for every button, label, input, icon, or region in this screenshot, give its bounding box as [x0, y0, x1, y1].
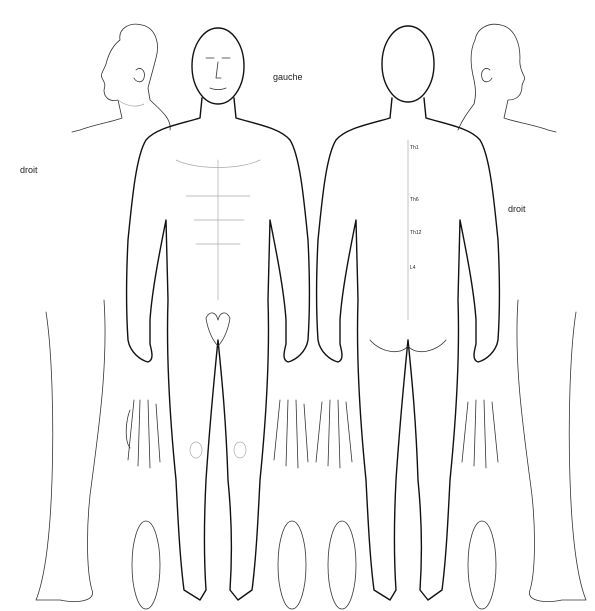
back-figure [317, 26, 500, 600]
head-profile-left [72, 24, 170, 132]
label-droit-right: droit [508, 204, 526, 214]
hands-row [126, 400, 498, 468]
leg-side-left [36, 300, 105, 602]
label-gauche: gauche [273, 72, 303, 82]
leg-side-right [517, 300, 586, 602]
label-droit-left: droit [20, 165, 38, 175]
head-profile-right [458, 24, 556, 132]
spine-marker-th12: Th12 [410, 230, 421, 236]
spine-marker-l4: L4 [410, 265, 416, 271]
spine-marker-th6: Th6 [410, 197, 419, 203]
front-figure [127, 28, 310, 600]
feet-row [132, 521, 496, 609]
spine-marker-th1: Th1 [410, 145, 419, 151]
